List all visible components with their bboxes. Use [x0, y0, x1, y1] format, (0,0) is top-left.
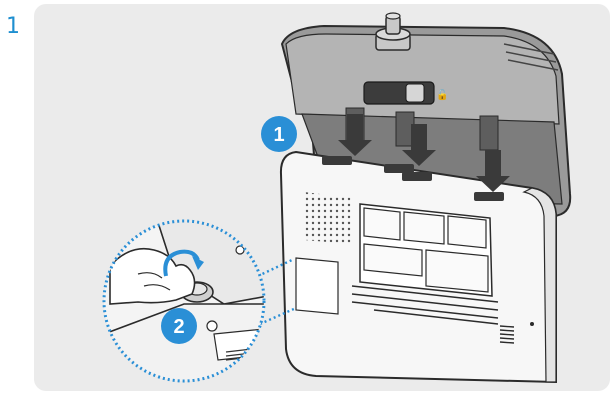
illustration-panel: 🔓 — [34, 4, 610, 391]
zoom-detail — [104, 210, 279, 391]
step-number: 1 — [6, 14, 20, 39]
callout-badge-1: 1 — [261, 116, 297, 152]
callout-badge-2: 2 — [161, 308, 197, 344]
svg-text:🔓: 🔓 — [436, 88, 448, 101]
dashcam-body — [281, 152, 556, 382]
callout-label-2: 2 — [173, 316, 184, 338]
callout-label-1: 1 — [273, 124, 284, 146]
